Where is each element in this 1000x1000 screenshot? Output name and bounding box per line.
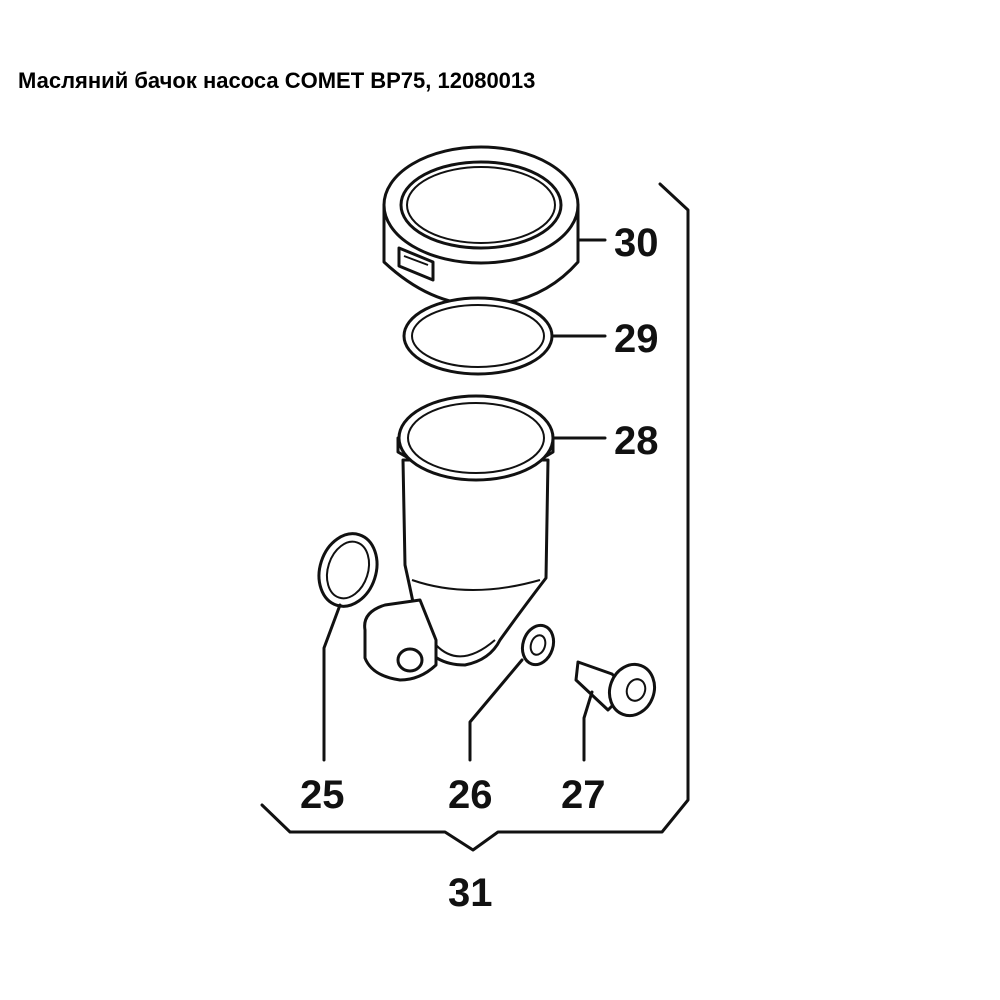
callout-27: 27 <box>561 773 606 817</box>
callout-29: 29 <box>614 317 659 361</box>
leader-line-25 <box>322 603 342 762</box>
callout-28: 28 <box>614 419 659 463</box>
tank-cap-part <box>382 145 580 307</box>
callout-30: 30 <box>614 221 659 265</box>
page-title: Масляний бачок насоса COMET BP75, 120800… <box>18 68 536 93</box>
screw-part <box>574 660 657 718</box>
washer-part <box>520 623 556 667</box>
leader-line-27 <box>582 690 594 762</box>
leader-line-26 <box>468 658 524 762</box>
callout-26: 26 <box>448 773 493 817</box>
callout-25: 25 <box>300 773 345 817</box>
large-o-ring-part <box>402 296 554 376</box>
tank-body-part <box>363 394 555 682</box>
kit-bracket <box>260 182 690 852</box>
callout-31: 31 <box>448 871 493 915</box>
small-o-ring-part <box>317 532 379 608</box>
